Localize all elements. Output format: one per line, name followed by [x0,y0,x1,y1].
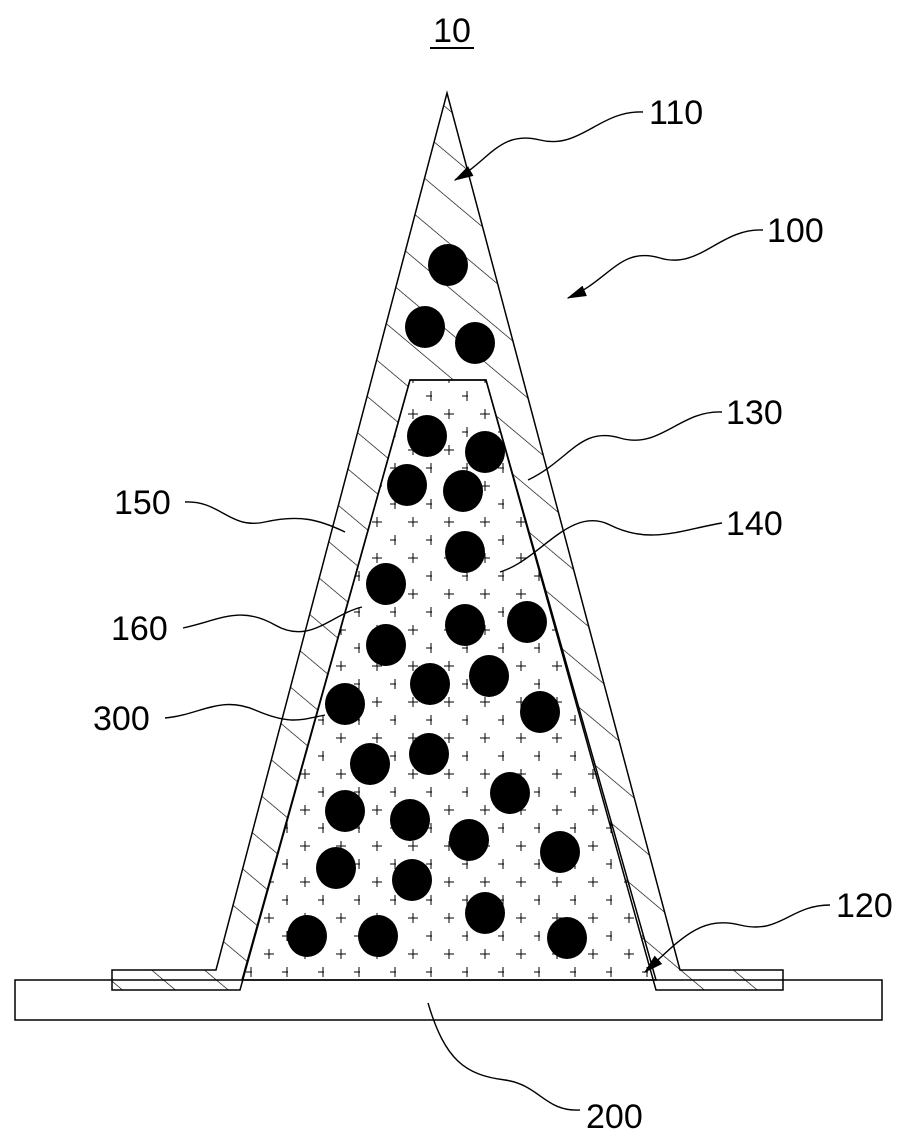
particle [366,624,406,666]
particle [325,790,365,832]
particle [405,306,445,348]
leader-lines [164,111,831,1111]
leader-140 [499,519,723,573]
particle [465,431,505,473]
particle [547,917,587,959]
particle [490,772,530,814]
leader-150 [184,501,346,533]
particle [358,915,398,957]
particle [407,415,447,457]
leader-120 [643,904,831,973]
label-140: 140 [726,505,783,543]
particle [350,743,390,785]
leader-160 [182,606,363,633]
label-150: 150 [114,484,171,522]
leader-300 [164,703,326,721]
particle [465,892,505,934]
particle [316,847,356,889]
particle [445,604,485,646]
label-100: 100 [767,212,824,250]
particle [428,244,468,286]
reference-labels: 10 110 100 130 150 140 160 300 120 200 [93,12,893,1136]
particle [507,601,547,643]
leader-200 [427,1002,581,1111]
label-10: 10 [433,12,471,50]
leader-110 [453,111,644,181]
particle [449,819,489,861]
label-160: 160 [111,610,168,648]
label-120: 120 [836,887,893,925]
label-200: 200 [586,1098,643,1136]
particle [469,655,509,697]
particle [443,470,483,512]
particle [325,683,365,725]
outer-shell [111,90,784,991]
particle [445,531,485,573]
particles-group [287,244,587,959]
label-300: 300 [93,700,150,738]
particle [366,563,406,605]
particle [390,799,430,841]
particle [392,859,432,901]
particle [520,691,560,733]
particle [540,831,580,873]
leader-100 [566,229,764,299]
particle [287,915,327,957]
particle [455,322,495,364]
label-110: 110 [649,94,703,132]
label-130: 130 [726,394,783,432]
leader-130 [527,411,723,481]
particle [409,733,449,775]
particle [410,663,450,705]
particle [387,464,427,506]
